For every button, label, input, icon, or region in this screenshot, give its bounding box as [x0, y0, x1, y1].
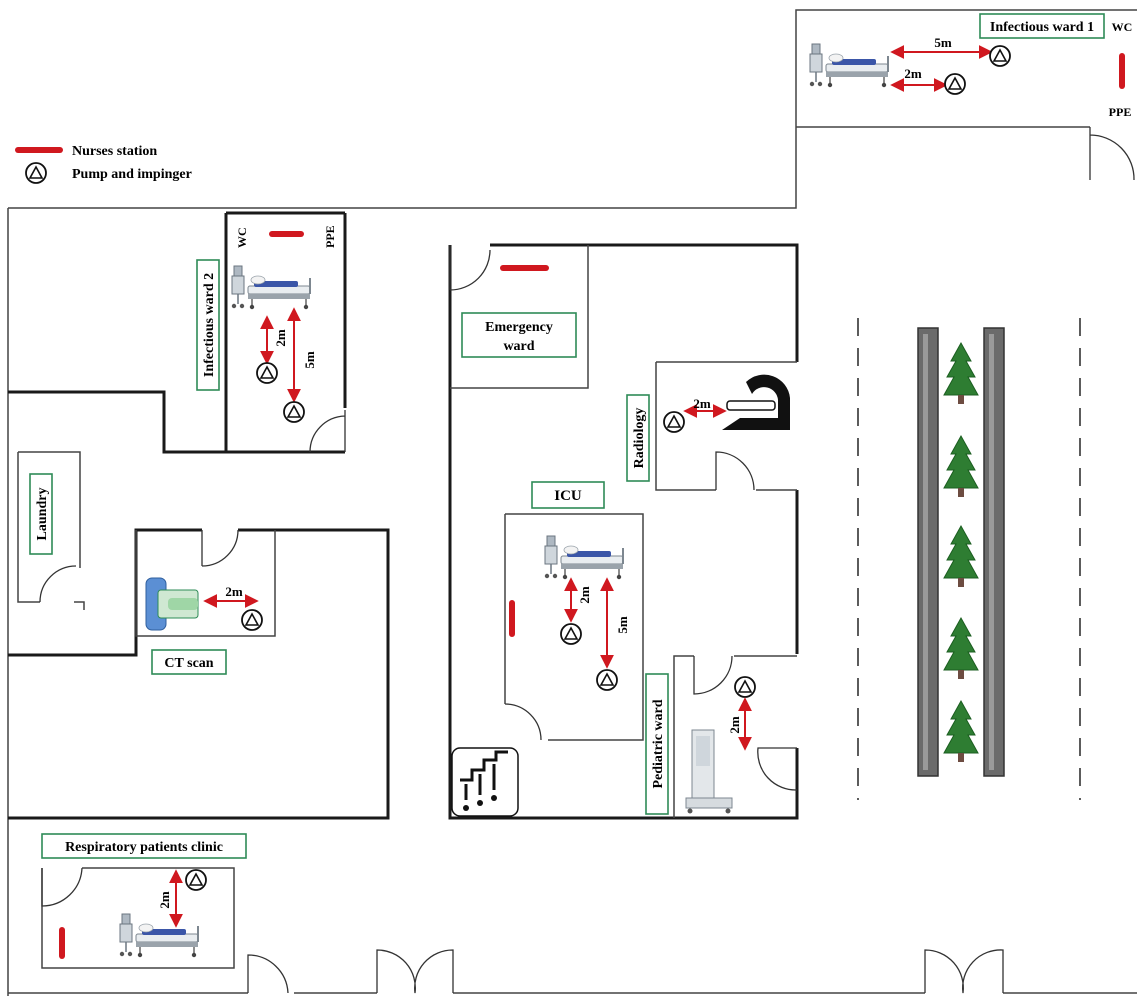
- room-label-box: [151, 649, 227, 675]
- room-label-box: [979, 13, 1105, 39]
- building-walls: [7, 9, 1137, 996]
- room-label-box: [531, 481, 605, 509]
- ct-scan: 2m CT scan: [135, 530, 276, 675]
- pump-legend-icon: [25, 162, 47, 184]
- radiology: Radiology 2m: [626, 361, 797, 491]
- pediatric-ward-label: Pediatric ward: [651, 699, 666, 788]
- distance-label: 2m: [225, 584, 243, 599]
- pump-impinger-icon: [560, 623, 582, 645]
- laundry: Laundry: [17, 451, 85, 610]
- tree-icon: [943, 700, 979, 763]
- hospital-bed-icon: [685, 729, 733, 814]
- door-icon: [449, 245, 491, 291]
- ppe-label: PPE: [1109, 105, 1132, 119]
- infectious-ward-1-label: Infectious ward 1: [990, 20, 1094, 35]
- tree-icon: [943, 342, 979, 405]
- door-icon: [504, 703, 542, 741]
- door-icon: [309, 410, 346, 453]
- pump-impinger-icon: [283, 401, 305, 423]
- hospital-bed-icon: [118, 913, 199, 959]
- door-icon: [715, 451, 755, 491]
- road: [857, 318, 1081, 800]
- door-icon: [247, 954, 289, 994]
- wc-label: WC: [1112, 20, 1133, 34]
- hospital-bed-icon: [230, 265, 311, 311]
- emergency-ward-label-line2: ward: [503, 339, 534, 354]
- stairs-icon: [451, 747, 519, 817]
- emergency-ward: Emergency ward: [450, 245, 589, 389]
- distance-label: 5m: [934, 35, 952, 50]
- icu: ICU 2m 5m: [504, 481, 644, 741]
- distance-label: 2m: [577, 586, 592, 604]
- xray-machine-icon: [722, 374, 790, 430]
- pump-impinger-icon: [944, 73, 966, 95]
- door-icon: [201, 529, 239, 567]
- ppe-label: PPE: [323, 225, 337, 248]
- tree-icon: [943, 617, 979, 680]
- wc-label: WC: [235, 227, 249, 248]
- distance-label: 5m: [615, 616, 630, 634]
- emergency-ward-label-line1: Emergency: [485, 320, 553, 335]
- door-icon: [376, 949, 454, 994]
- door-icon: [924, 949, 1004, 994]
- distance-label: 2m: [273, 329, 288, 347]
- ct-scan-label: CT scan: [164, 656, 213, 671]
- respiratory-clinic-label: Respiratory patients clinic: [65, 840, 223, 855]
- tree-icon: [943, 525, 979, 588]
- doors: [201, 127, 1135, 994]
- pediatric-ward: Pediatric ward 2m: [645, 655, 798, 818]
- hospital-bed-icon: [808, 43, 889, 89]
- tree-icon: [943, 435, 979, 498]
- room-label-box: [461, 312, 577, 358]
- room-label-box: [626, 394, 650, 482]
- legend: Nurses station Pump and impinger: [15, 144, 192, 184]
- infectious-ward-1: Infectious ward 1 WC PPE 5m 2m: [808, 13, 1133, 119]
- pump-impinger-icon: [663, 411, 685, 433]
- hospital-bed-icon: [543, 535, 624, 581]
- distance-label: 2m: [693, 396, 711, 411]
- infectious-ward-2-label: Infectious ward 2: [202, 273, 217, 377]
- door-icon: [693, 655, 733, 695]
- legend-nurses-station: Nurses station: [72, 144, 157, 159]
- distance-label: 5m: [302, 351, 317, 369]
- icu-label: ICU: [554, 488, 582, 504]
- room-label-box: [29, 473, 53, 555]
- room-label-box: [41, 833, 247, 859]
- pump-impinger-icon: [596, 669, 618, 691]
- infectious-ward-2: WC PPE Infectious ward 2 2m 5m: [196, 225, 337, 423]
- room-label-box: [645, 673, 669, 815]
- door-icon: [41, 867, 83, 907]
- door-icon: [757, 747, 798, 791]
- ct-scanner-icon: [145, 577, 199, 631]
- pump-impinger-icon: [241, 609, 263, 631]
- pump-impinger-icon: [256, 362, 278, 384]
- pump-impinger-icon: [989, 45, 1011, 67]
- room-label-box: [196, 259, 220, 391]
- radiology-label: Radiology: [632, 408, 647, 469]
- respiratory-clinic: Respiratory patients clinic 2m: [41, 833, 247, 969]
- pump-impinger-icon: [185, 869, 207, 891]
- laundry-label: Laundry: [35, 488, 50, 541]
- door-icon: [39, 565, 77, 603]
- door-icon: [1089, 127, 1135, 181]
- distance-label: 2m: [904, 66, 922, 81]
- pump-impinger-icon: [734, 676, 756, 698]
- distance-label: 2m: [157, 891, 172, 909]
- legend-pump: Pump and impinger: [72, 167, 192, 182]
- distance-label: 2m: [727, 716, 742, 734]
